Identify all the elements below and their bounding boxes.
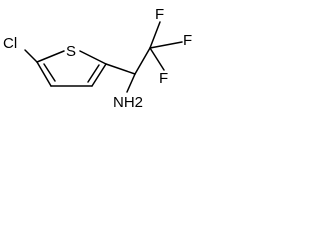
atom-label-fluorine-top: F <box>155 6 164 23</box>
bond-c4-c5-inner <box>43 63 56 82</box>
structure-diagram: Cl S F F F NH2 <box>3 6 192 111</box>
bond-c4-c5 <box>36 61 52 87</box>
atom-label-amine: NH2 <box>113 94 143 111</box>
bond-c-f-top <box>149 21 161 49</box>
bond-s-c2 <box>79 50 107 65</box>
bond-ch-n <box>126 73 136 93</box>
bond-c-f-right <box>149 41 183 49</box>
bond-c2-c3 <box>91 63 107 87</box>
atom-label-fluorine-right: F <box>183 32 192 49</box>
atom-labels: Cl S F F F NH2 <box>3 6 192 111</box>
bond-c2-ch <box>105 63 136 75</box>
bond-c-f-bottom <box>149 47 165 71</box>
atom-label-fluorine-bottom: F <box>159 70 168 87</box>
bonds <box>24 21 183 93</box>
atom-label-chlorine: Cl <box>3 35 17 52</box>
bond-c2-c3-inner <box>87 64 100 83</box>
bond-ch-cf3 <box>134 47 151 75</box>
atom-label-sulfur: S <box>66 43 76 60</box>
bond-cl-c5 <box>24 49 38 63</box>
bond-c5-s <box>36 50 65 63</box>
